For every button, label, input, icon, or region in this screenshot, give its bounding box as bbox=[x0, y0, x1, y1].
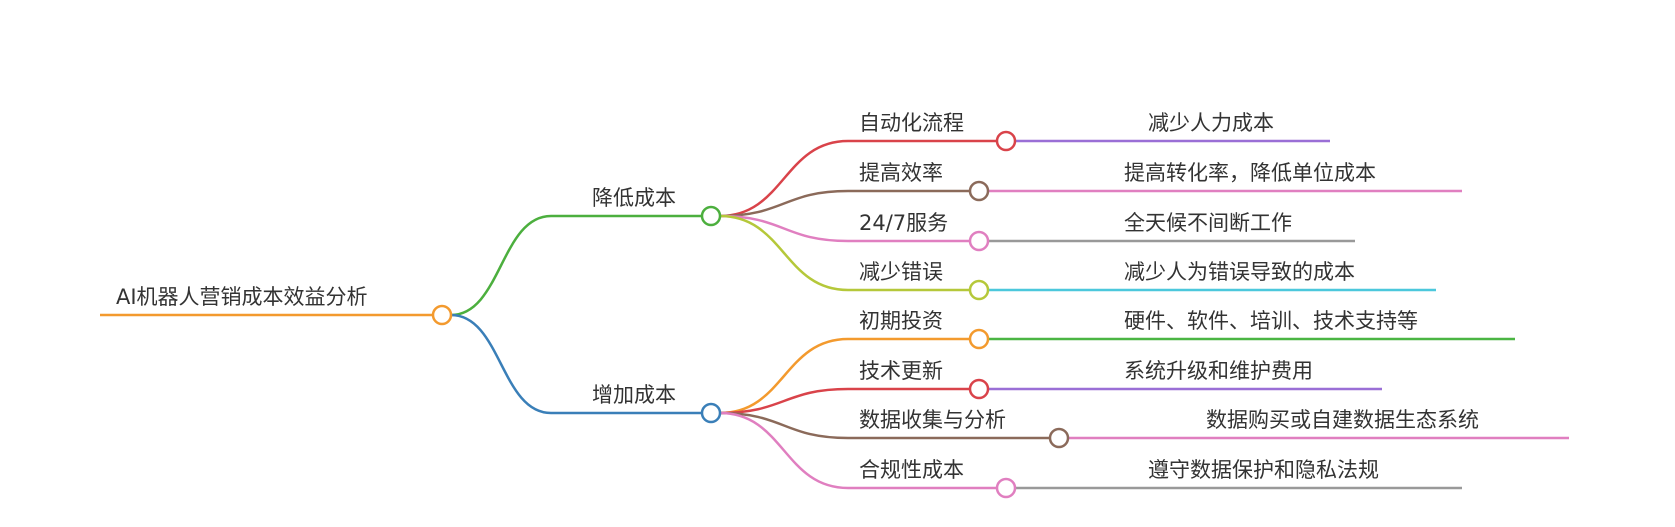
subtopic-curve bbox=[719, 214, 849, 292]
branch-label: 降低成本 bbox=[592, 186, 676, 210]
branch-curve bbox=[450, 313, 552, 415]
subtopic-node-circle[interactable] bbox=[995, 130, 1017, 152]
subtopic-label: 24/7服务 bbox=[859, 211, 948, 235]
subtopic-label: 提高效率 bbox=[859, 161, 943, 185]
subtopic-label: 减少错误 bbox=[859, 260, 943, 284]
detail-label: 硬件、软件、培训、技术支持等 bbox=[1124, 309, 1418, 333]
subtopic-curve bbox=[719, 139, 849, 218]
subtopic-label: 自动化流程 bbox=[859, 111, 964, 135]
subtopic-curve bbox=[719, 411, 849, 490]
subtopic-label: 合规性成本 bbox=[859, 458, 964, 482]
subtopic-node-circle[interactable] bbox=[968, 378, 990, 400]
detail-label: 减少人为错误导致的成本 bbox=[1124, 260, 1355, 284]
branch-node-circle[interactable] bbox=[700, 205, 722, 227]
detail-label: 提高转化率，降低单位成本 bbox=[1124, 161, 1376, 185]
subtopic-label: 数据收集与分析 bbox=[859, 408, 1006, 432]
subtopic-node-circle[interactable] bbox=[968, 279, 990, 301]
root-node-circle[interactable] bbox=[431, 304, 453, 326]
detail-label: 数据购买或自建数据生态系统 bbox=[1206, 408, 1479, 432]
detail-label: 全天候不间断工作 bbox=[1124, 211, 1292, 235]
subtopic-node-circle[interactable] bbox=[968, 328, 990, 350]
root-topic-label: AI机器人营销成本效益分析 bbox=[116, 285, 368, 309]
detail-label: 系统升级和维护费用 bbox=[1124, 359, 1313, 383]
detail-label: 遵守数据保护和隐私法规 bbox=[1148, 458, 1379, 482]
subtopic-curve bbox=[719, 411, 849, 440]
subtopic-label: 技术更新 bbox=[859, 359, 943, 383]
subtopic-node-circle[interactable] bbox=[995, 477, 1017, 499]
branch-node-circle[interactable] bbox=[700, 402, 722, 424]
subtopic-node-circle[interactable] bbox=[968, 180, 990, 202]
branch-label: 增加成本 bbox=[592, 383, 676, 407]
subtopic-curve bbox=[719, 387, 849, 415]
branch-curve bbox=[450, 214, 552, 317]
detail-label: 减少人力成本 bbox=[1148, 111, 1274, 135]
subtopic-node-circle[interactable] bbox=[968, 230, 990, 252]
subtopic-curve bbox=[719, 214, 849, 243]
subtopic-label: 初期投资 bbox=[859, 309, 943, 333]
subtopic-node-circle[interactable] bbox=[1048, 427, 1070, 449]
subtopic-curve bbox=[719, 337, 849, 415]
subtopic-curve bbox=[719, 189, 849, 218]
